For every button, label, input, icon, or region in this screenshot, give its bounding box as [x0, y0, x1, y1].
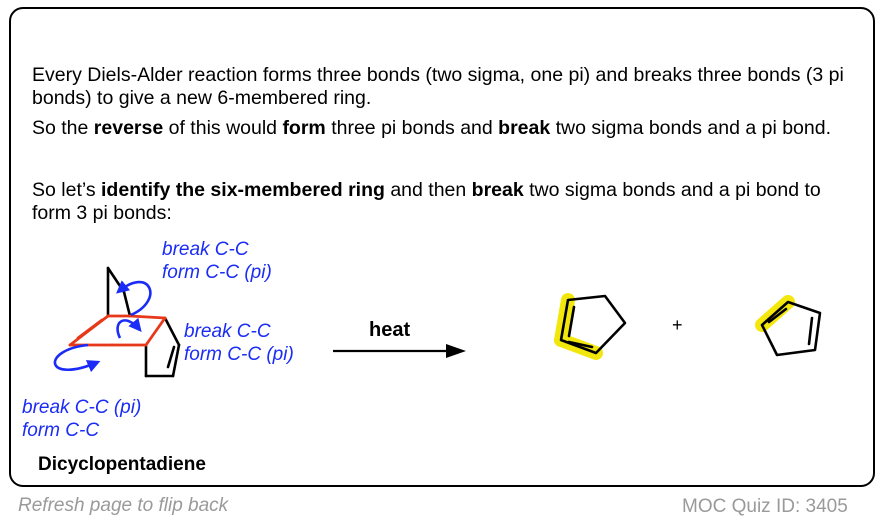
paragraph-intro: Every Diels-Alder reaction forms three b…	[32, 64, 844, 109]
plus-sign: +	[672, 315, 683, 335]
dicyclopentadiene-structure	[106, 266, 181, 378]
arrow-top	[116, 280, 152, 317]
arrow-middle	[116, 317, 142, 339]
reaction-arrow	[333, 344, 466, 358]
cyclopentadiene-product-1	[554, 293, 627, 360]
quiz-id: MOC Quiz ID: 3405	[682, 496, 848, 517]
electron-arrows	[53, 280, 152, 373]
arrow-left	[53, 343, 101, 373]
cyclopentadiene-product-2	[755, 295, 822, 357]
annotation-top: break C-C form C-C (pi)	[162, 239, 272, 283]
annotation-right: break C-C form C-C (pi)	[184, 321, 294, 365]
content-card	[9, 7, 875, 487]
six-membered-ring	[68, 314, 167, 347]
reactant-name: Dicyclopentadiene	[38, 454, 206, 475]
paragraph-identify: So let’s identify the six-membered ring …	[32, 179, 821, 224]
paragraph-reverse: So the reverse of this would form three …	[32, 117, 831, 139]
refresh-link[interactable]: Refresh page to flip back	[18, 495, 229, 516]
annotation-bottom: break C-C (pi) form C-C	[22, 397, 142, 441]
reaction-condition: heat	[369, 319, 411, 341]
